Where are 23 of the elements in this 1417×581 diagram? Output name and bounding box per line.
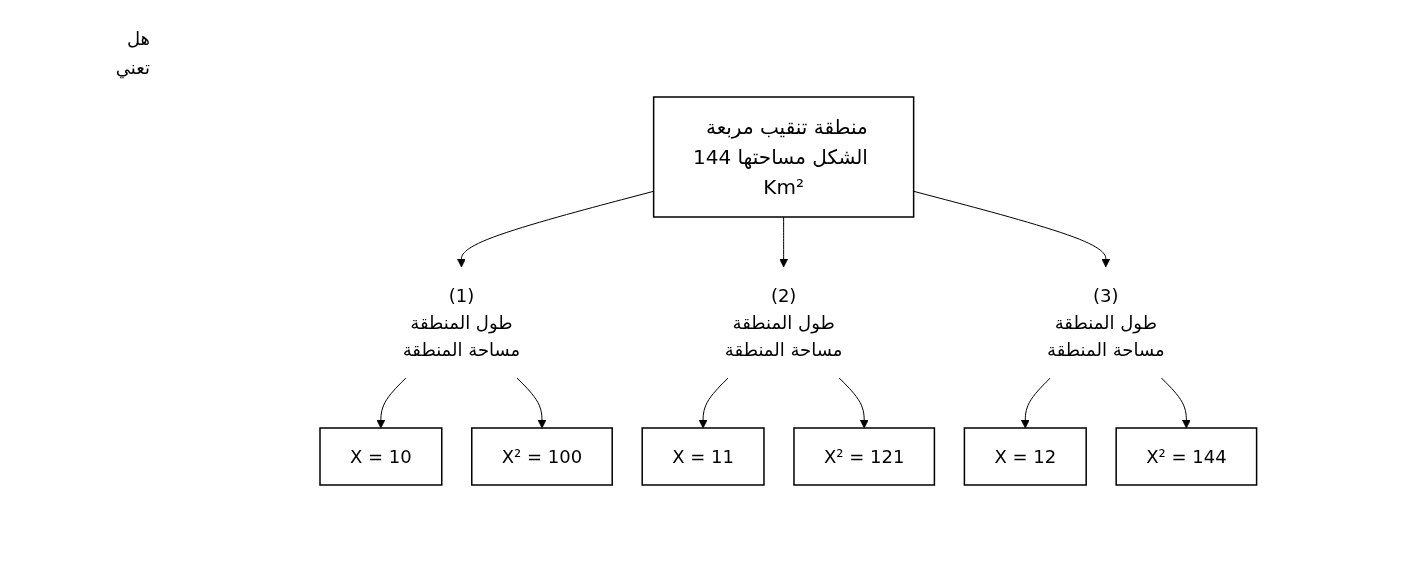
- node-label: (1): [448, 284, 475, 306]
- node-text: طول المنطقة مساحة المنطقة: [725, 311, 843, 360]
- node-box: X = 10: [319, 426, 443, 486]
- question-word: هل: [125, 28, 150, 49]
- arrow: [1021, 377, 1051, 428]
- arrow: [913, 190, 1111, 267]
- node-box: X = 11: [641, 426, 765, 486]
- question-word: تعني: [114, 57, 150, 78]
- node-box: X² = 144: [1115, 426, 1258, 486]
- node-box: X = 12: [963, 426, 1088, 486]
- arrow: [1161, 377, 1191, 428]
- node-box: منطقة تنقيب مربعة الشكل مساحتها 144 Km²: [653, 95, 915, 218]
- node-text: طول المنطقة مساحة المنطقة: [402, 311, 521, 360]
- node-label: (2): [771, 284, 797, 306]
- node-label: (3): [1093, 284, 1119, 306]
- node-box: X² = 100: [471, 426, 614, 486]
- node-text: طول المنطقة مساحة المنطقة: [1047, 311, 1165, 360]
- arrow: [779, 216, 789, 267]
- arrow: [376, 377, 407, 428]
- arrow: [516, 377, 547, 428]
- arrow: [838, 377, 869, 428]
- node-box: X² = 121: [793, 426, 936, 486]
- arrow: [698, 377, 729, 428]
